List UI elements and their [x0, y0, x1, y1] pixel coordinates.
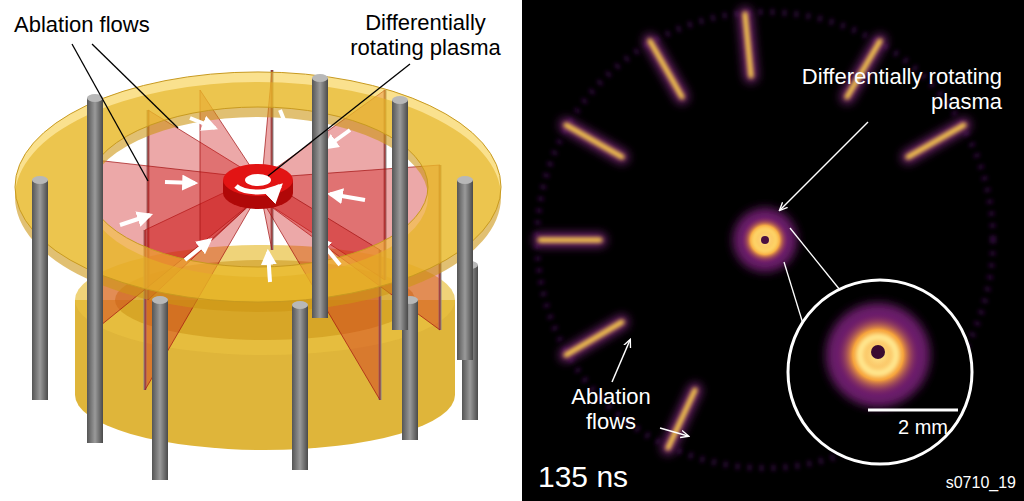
image-label: Differentially rotating plasma: [738, 64, 1002, 115]
scale-bar-label: 2 mm: [883, 416, 963, 439]
part-label: Differentially rotating plasma: [343, 10, 508, 61]
image-label: Ablation flows: [556, 384, 666, 435]
time-stamp: 135 ns: [538, 460, 678, 495]
shot-number: s0710_19: [920, 474, 1016, 492]
part-label: Ablation flows: [14, 12, 204, 37]
